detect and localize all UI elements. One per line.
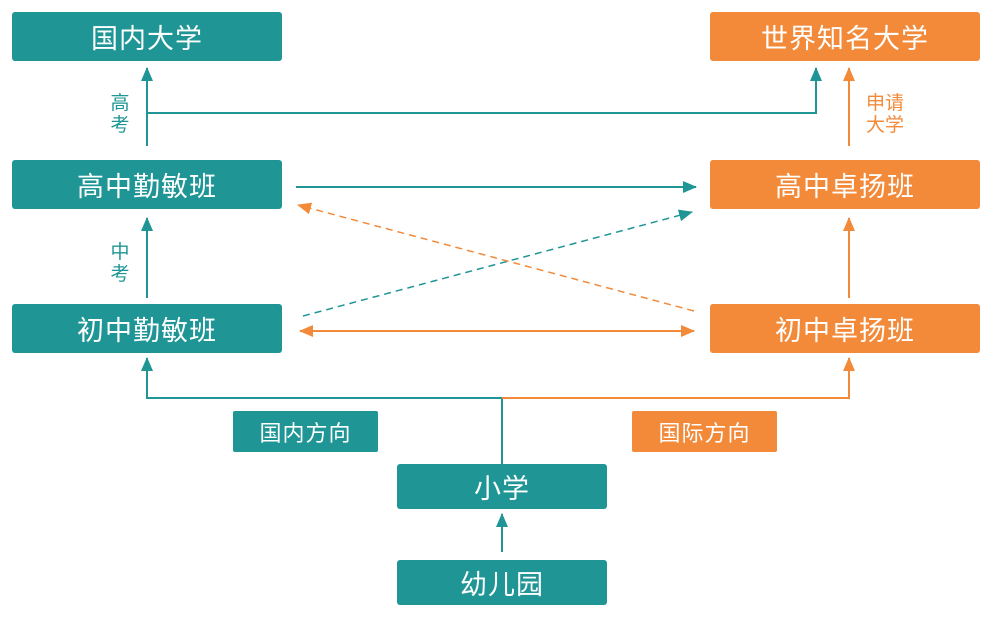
label-zhongkao-char-1: 中 <box>110 241 130 263</box>
dashed-arrow-junior-qinmin-to-senior-zhuoyang <box>302 209 693 317</box>
box-senior-zhuoyang: 高中卓扬班 <box>710 160 980 209</box>
label-zhongkao-char-2: 考 <box>110 263 130 285</box>
box-senior-qinmin: 高中勤敏班 <box>12 160 282 209</box>
arrow-gaokao-to-world-university <box>147 67 822 114</box>
box-domestic-university: 国内大学 <box>12 12 282 61</box>
label-apply-line-2: 大学 <box>865 114 904 136</box>
arrow-primary-to-junior-qinmin <box>141 357 502 399</box>
label-apply-line-1: 申请 <box>865 92 904 114</box>
box-world-university: 世界知名大学 <box>710 12 980 61</box>
box-primary-school: 小学 <box>397 464 607 509</box>
label-gaokao-char-1: 高 <box>110 92 130 114</box>
label-apply-university: 申请 大学 <box>860 92 910 136</box>
dashed-arrow-junior-zhuoyang-to-senior-qinmin <box>297 202 695 312</box>
box-junior-zhuoyang: 初中卓扬班 <box>710 304 980 353</box>
box-junior-qinmin: 初中勤敏班 <box>12 304 282 353</box>
box-kindergarten: 幼儿园 <box>397 560 607 605</box>
label-zhongkao: 中 考 <box>108 241 132 285</box>
label-gaokao-char-2: 考 <box>110 114 130 136</box>
label-gaokao: 高 考 <box>108 92 132 136</box>
tag-domestic-direction: 国内方向 <box>233 411 378 452</box>
arrow-primary-to-junior-zhuoyang <box>502 357 855 399</box>
tag-international-direction: 国际方向 <box>632 411 777 452</box>
